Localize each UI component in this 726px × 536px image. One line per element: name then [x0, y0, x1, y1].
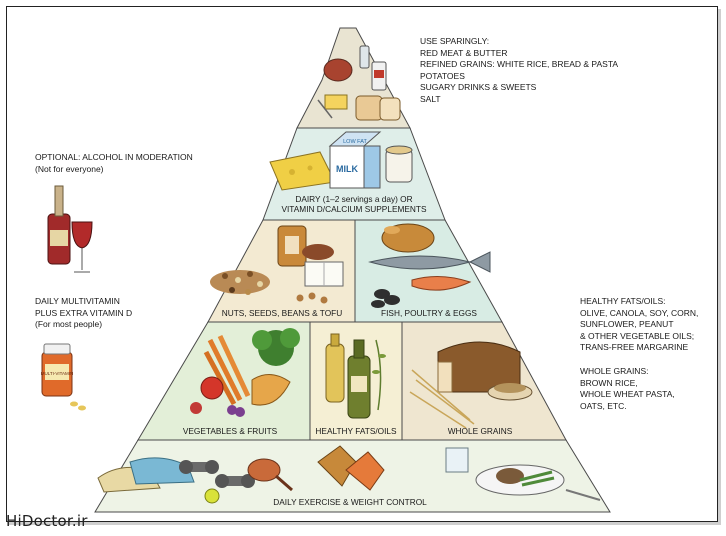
nuts-label: NUTS, SEEDS, BEANS & TOFU — [221, 308, 343, 318]
healthy-fats-line: TRANS-FREE MARGARINE — [580, 342, 689, 352]
grains-illustration — [409, 341, 533, 429]
watermark: HiDoctor.ir — [6, 512, 88, 530]
exercise-label: DAILY EXERCISE & WEIGHT CONTROL — [273, 497, 427, 507]
whole-grains-note: WHOLE GRAINS: BROWN RICE, WHOLE WHEAT PA… — [580, 366, 675, 412]
whole-grains-line: BROWN RICE, — [580, 377, 638, 388]
milk-carton-label: MILK — [336, 164, 358, 174]
vitamin-note: DAILY MULTIVITAMIN PLUS EXTRA VITAMIN D … — [35, 296, 132, 331]
vitamin-note-line3: (For most people) — [35, 319, 103, 329]
healthy-fats-line: OLIVE, CANOLA, SOY, CORN, — [580, 307, 699, 318]
alcohol-note-line1: OPTIONAL: ALCOHOL IN MODERATION — [35, 152, 193, 162]
whole-grains-line: WHOLE WHEAT PASTA, — [580, 389, 675, 399]
nuts-illustration — [210, 225, 344, 304]
use-sparingly-line: REFINED GRAINS: WHITE RICE, BREAD & PAST… — [420, 59, 619, 69]
use-sparingly-line: RED MEAT & BUTTER — [420, 47, 508, 58]
vitamin-note-line2: PLUS EXTRA VITAMIN D — [35, 307, 133, 318]
dairy-label-line1: DAIRY (1–2 servings a day) OR — [295, 194, 413, 204]
healthy-fats-note: HEALTHY FATS/OILS: OLIVE, CANOLA, SOY, C… — [580, 296, 698, 354]
alcohol-note-line2: (Not for everyone) — [35, 163, 104, 174]
fish-poultry-illustration — [368, 223, 491, 308]
dairy-illustration: MILK LOW FAT — [269, 131, 413, 191]
dairy-label: DAIRY (1–2 servings a day) OR VITAMIN D/… — [264, 194, 444, 214]
use-sparingly-heading: USE SPARINGLY: — [420, 36, 490, 46]
whole-grains-line: OATS, ETC. — [580, 400, 627, 411]
vitamin-bottle-label: MULTI-VITAMIN — [41, 371, 74, 376]
vegetables-illustration — [190, 328, 300, 417]
wine-illustration — [47, 185, 93, 273]
healthy-fats-heading: HEALTHY FATS/OILS: — [580, 296, 666, 306]
dairy-label-line2: VITAMIN D/CALCIUM SUPPLEMENTS — [281, 204, 427, 214]
use-sparingly-note: USE SPARINGLY: RED MEAT & BUTTER REFINED… — [420, 36, 618, 105]
use-sparingly-line: POTATOES — [420, 70, 465, 81]
whole-grains-heading: WHOLE GRAINS: — [580, 366, 649, 376]
use-sparingly-line: SALT — [420, 93, 441, 104]
healthy-fats-line: & OTHER VEGETABLE OILS; — [580, 330, 695, 341]
low-fat-label: LOW FAT — [343, 139, 367, 145]
oils-illustration — [325, 333, 386, 419]
healthy-fats-line: SUNFLOWER, PEANUT — [580, 319, 674, 329]
sweets-meat-illustration — [317, 45, 401, 121]
vegetables-label: VEGETABLES & FRUITS — [182, 426, 278, 436]
healthy-fats-label: HEALTHY FATS/OILS — [315, 426, 397, 436]
fish-label: FISH, POULTRY & EGGS — [381, 308, 477, 318]
whole-grains-label: WHOLE GRAINS — [447, 426, 513, 436]
multivitamin-illustration: MULTI-VITAMIN — [41, 343, 86, 411]
use-sparingly-line: SUGARY DRINKS & SWEETS — [420, 82, 537, 92]
vitamin-note-line1: DAILY MULTIVITAMIN — [35, 296, 120, 306]
alcohol-note: OPTIONAL: ALCOHOL IN MODERATION (Not for… — [35, 152, 193, 175]
exercise-illustration — [97, 445, 601, 504]
